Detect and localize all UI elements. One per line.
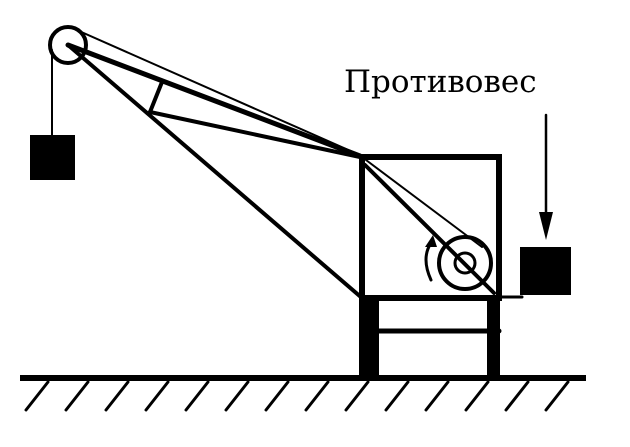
boom-upper-beam (65, 42, 363, 159)
rotation-arrow-icon (424, 241, 433, 282)
boom-lower-beam (66, 43, 364, 300)
boom-strut (148, 110, 362, 159)
cable-top (69, 26, 363, 157)
counterweight (520, 247, 571, 295)
counterweight-label: Противовес (344, 64, 537, 100)
winch-drum-hub (453, 251, 477, 275)
right-leg (487, 298, 500, 378)
cable-to-drum (365, 159, 483, 248)
rotation-arrow-head (425, 235, 437, 247)
left-leg (359, 298, 379, 378)
crane-housing (359, 154, 502, 301)
load-weight (30, 135, 75, 180)
boom-brace (148, 80, 164, 114)
counterweight-arrow-head (539, 212, 553, 240)
pulley (48, 25, 88, 65)
ground-hatching (24, 380, 570, 412)
winch-drum (437, 235, 493, 291)
